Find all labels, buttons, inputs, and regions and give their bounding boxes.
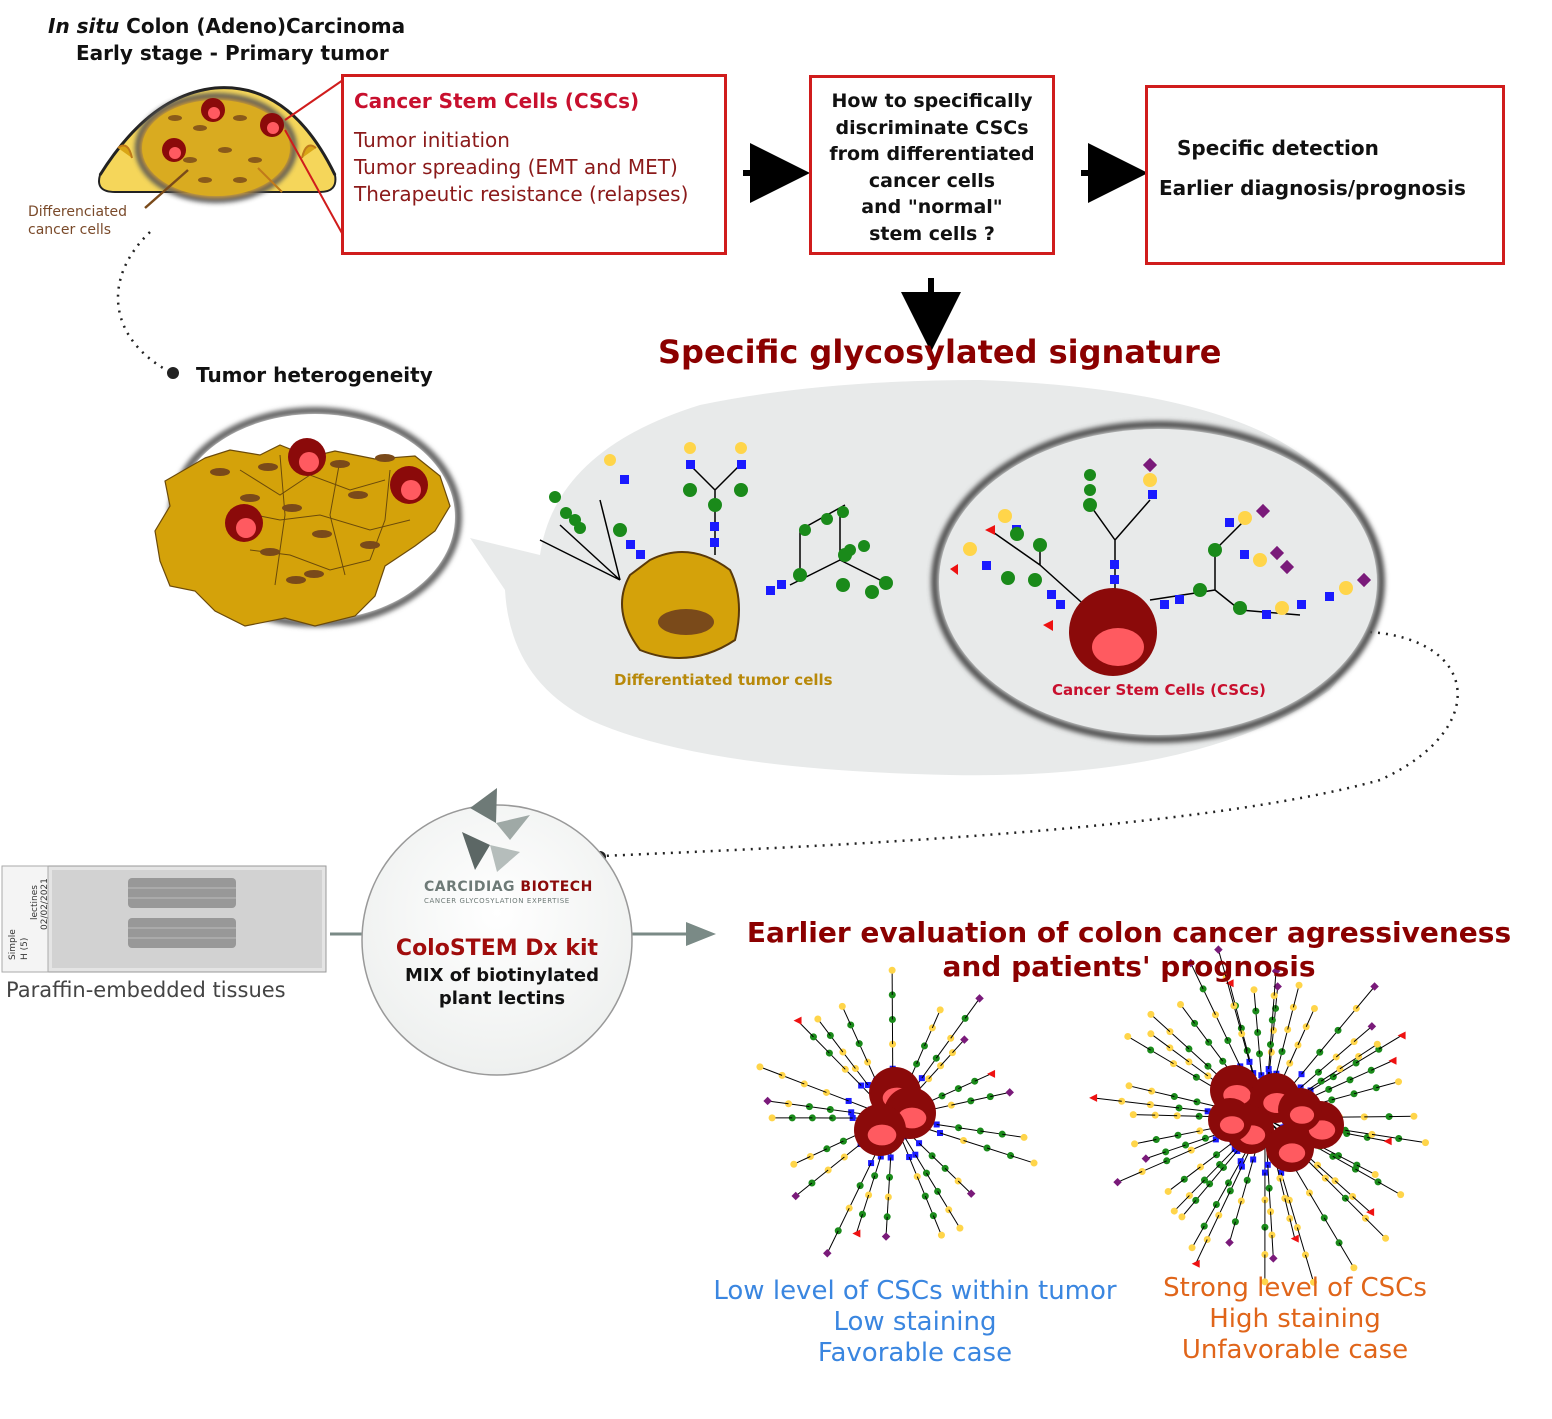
carcidiag-logo — [462, 788, 530, 872]
flow-arrows — [743, 143, 1169, 352]
dotted-connector-1 — [116, 231, 171, 374]
high-case-line: Unfavorable case — [1181, 1335, 1409, 1365]
header-subtitle: Early stage - Primary tumor — [76, 41, 389, 65]
slide-label: 02/02/2021 — [40, 878, 50, 930]
detection-line: Earlier diagnosis/prognosis — [1159, 176, 1466, 200]
csc-box-title: Cancer Stem Cells (CSCs) — [354, 89, 640, 113]
low-case-line: Low staining — [833, 1307, 997, 1337]
high-case-caption: Strong level of CSCs High staining Unfav… — [1140, 1273, 1450, 1366]
csc-label: Cancer Stem Cells (CSCs) — [1052, 681, 1266, 699]
csc-glycans — [950, 457, 1372, 676]
csc-box-line: Tumor initiation — [354, 128, 510, 152]
evaluation-line-1: Earlier evaluation of colon cancer agres… — [746, 916, 1512, 949]
kit-illustration — [361, 788, 633, 1076]
question-line: and "normal" — [861, 196, 1003, 218]
low-csc-cluster — [756, 966, 1038, 1258]
paraffin-slide — [1, 865, 327, 973]
question-line: How to specifically — [831, 90, 1033, 112]
colon-section-illustration — [98, 79, 344, 236]
evaluation-line-2: and patients' prognosis — [942, 950, 1316, 983]
question-line: cancer cells — [868, 169, 996, 192]
slide-caption: Paraffin-embedded tissues — [6, 978, 286, 1002]
glycosylation-panel — [470, 380, 1385, 776]
tumor-heterogeneity-label: Tumor heterogeneity — [196, 363, 433, 387]
slide-label: H (5) — [20, 937, 30, 960]
header-title: In situ Colon (Adeno)Carcinoma — [48, 14, 406, 38]
kit-desc: plant lectins — [438, 988, 566, 1009]
differentiated-cell-glycans — [539, 442, 893, 659]
kit-tagline: CANCER GLYCOSYLATION EXPERTISE — [424, 897, 570, 905]
low-case-caption: Low level of CSCs within tumor Low stain… — [700, 1276, 1130, 1369]
high-case-line: Strong level of CSCs — [1163, 1273, 1427, 1303]
connector-dot — [167, 367, 179, 379]
csc-box-line: Therapeutic resistance (relapses) — [354, 182, 689, 206]
signature-title: Specific glycosylated signature — [658, 333, 1222, 371]
dotted-connector-2 — [601, 630, 1459, 858]
high-case-line: High staining — [1209, 1304, 1381, 1334]
slide-label: Simple — [8, 929, 18, 960]
low-case-line: Favorable case — [817, 1338, 1013, 1368]
differentiated-cells-label: Differentiated tumor cells — [614, 671, 833, 689]
kit-desc: MIX of biotinylated — [405, 965, 599, 986]
csc-box: Cancer Stem Cells (CSCs) Tumor initiatio… — [341, 74, 727, 255]
kit-arrowhead — [686, 922, 716, 946]
detection-line: Specific detection — [1177, 136, 1379, 160]
question-box: How to specifically discriminate CSCs fr… — [809, 75, 1055, 255]
detection-box: Specific detection Earlier diagnosis/pro… — [1145, 85, 1505, 265]
slide-label: lectines — [30, 885, 40, 920]
low-case-line: Low level of CSCs within tumor — [713, 1276, 1117, 1306]
tumor-heterogeneity-illustration — [154, 407, 462, 627]
question-line: discriminate CSCs — [835, 116, 1029, 139]
csc-box-line: Tumor spreading (EMT and MET) — [354, 155, 678, 179]
question-line: stem cells ? — [869, 222, 995, 245]
high-csc-cluster — [1089, 945, 1429, 1286]
question-line: from differentiated — [829, 143, 1035, 165]
kit-name: ColoSTEM Dx kit — [395, 936, 599, 961]
kit-brand: CARCIDIAG BIOTECH — [424, 879, 593, 895]
